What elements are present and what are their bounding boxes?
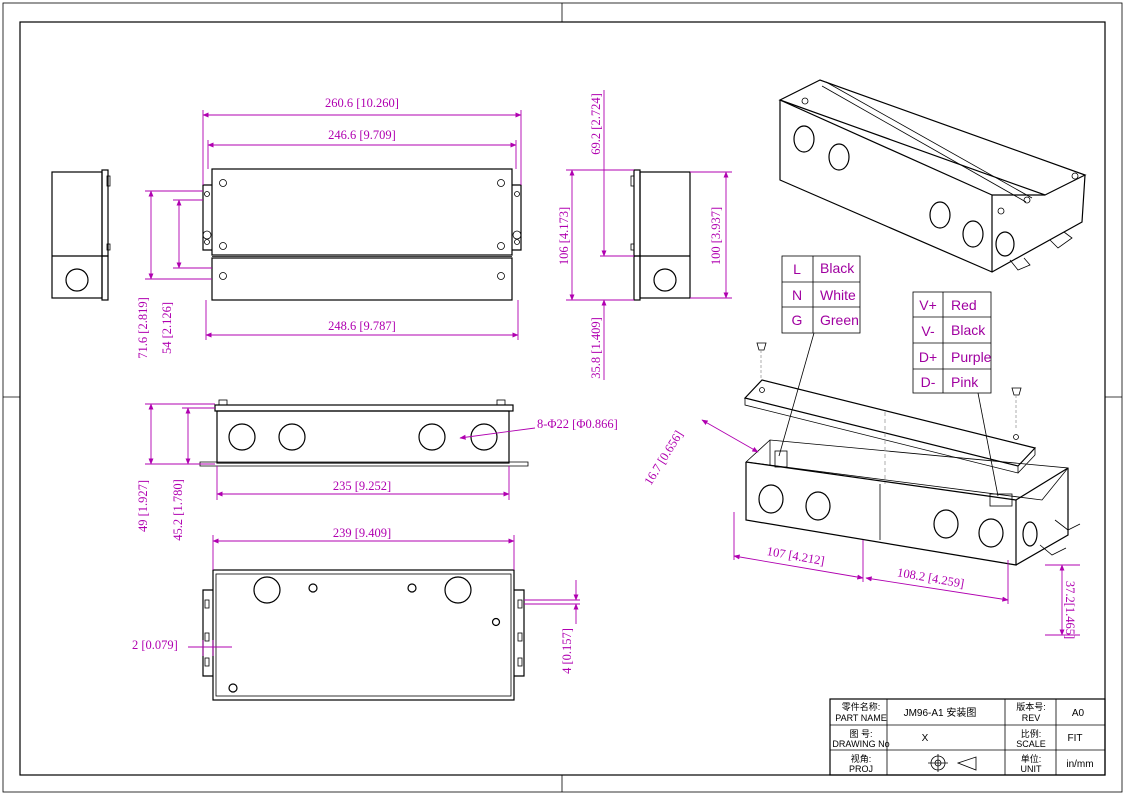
side-view [630,169,691,301]
dc-code-2: D+ [919,349,937,365]
drawing-no-label: DRAWING No [832,739,889,749]
dim-front-width: 235 [9.252] [333,479,391,493]
rev-label-cn: 版本号: [1016,701,1046,712]
dim-iso-depth: 16.7 [0.656] [641,428,685,488]
dim-front-holes: 8-Φ22 [Φ0.866] [537,417,618,431]
ac-code-0: L [793,261,801,277]
ac-color-0: Black [820,260,855,276]
dim-top-overall-width: 260.6 [10.260] [325,96,399,110]
part-name-label-cn: 零件名称: [842,701,881,712]
dim-bottom-width: 239 [9.409] [333,526,391,540]
side-view-dims [566,90,732,380]
inner-border [19,21,1106,776]
dc-code-1: V- [921,323,935,339]
rev-value: A0 [1072,708,1085,719]
dc-color-0: Red [951,297,977,313]
proj-label: PROJ [849,764,873,774]
scale-value: FIT [1068,733,1083,744]
dim-side-top-height: 69.2 [2.724] [589,93,603,154]
wiring-table-ac [781,255,861,334]
dim-top-inner-width: 246.6 [9.709] [328,128,396,142]
dim-front-height-49: 49 [1.927] [136,480,150,532]
unit-value: in/mm [1066,759,1093,770]
iso-dims [701,419,1080,636]
dc-color-2: Purple [951,349,992,365]
drawing-no-label-cn: 图 号: [849,729,872,739]
dc-color-1: Black [951,322,986,338]
unit-label: UNIT [1021,764,1042,774]
rev-label: REV [1022,713,1041,723]
bottom-view [202,569,525,701]
iso-view-closed [778,79,1087,273]
front-view-dims [145,403,536,500]
part-name-label: PART NAME [835,713,887,723]
front-view [199,399,529,467]
dc-code-3: D- [921,374,936,390]
proj-label-cn: 视角: [851,753,872,764]
unit-label-cn: 单位: [1021,753,1042,764]
dim-side-height-106: 106 [4.173] [557,207,571,265]
top-view [202,168,522,301]
iso-view-exploded [743,332,1081,566]
dim-iso-left: 107 [4.212] [766,544,826,568]
wiring-table-dc [912,291,992,394]
part-name-value: JM96-A1 安装图 [904,706,977,719]
left-end-view [51,169,111,301]
dim-top-height-inner: 54 [2.126] [160,302,174,354]
bottom-view-dims [188,535,580,656]
dim-top-height-outer: 71.6 [2.819] [136,297,150,358]
ac-code-2: G [792,312,803,328]
dim-bottom-left: 2 [0.079] [132,638,178,652]
title-block [829,698,1106,776]
dim-bottom-right: 4 [0.157] [560,628,574,674]
scale-label-cn: 比例: [1021,728,1042,739]
dim-side-bottom: 35.8 [1.409] [589,317,603,378]
dim-front-height-452: 45.2 [1.780] [171,479,185,540]
drawing-no-value: X [922,733,929,744]
dim-top-bottom-width: 248.6 [9.787] [328,319,396,333]
ac-color-2: Green [820,312,859,328]
projection-symbol-icon [928,754,977,772]
dim-side-height-100: 100 [3.937] [709,207,723,265]
dim-iso-height: 37.2[1.465] [1063,581,1077,639]
dim-iso-right: 108.2 [4.259] [896,565,965,591]
ac-code-1: N [792,287,802,303]
ac-color-1: White [820,287,856,303]
scale-label: SCALE [1016,739,1046,749]
top-view-dims [145,110,522,340]
dc-code-0: V+ [919,297,937,313]
dc-color-3: Pink [951,374,979,390]
